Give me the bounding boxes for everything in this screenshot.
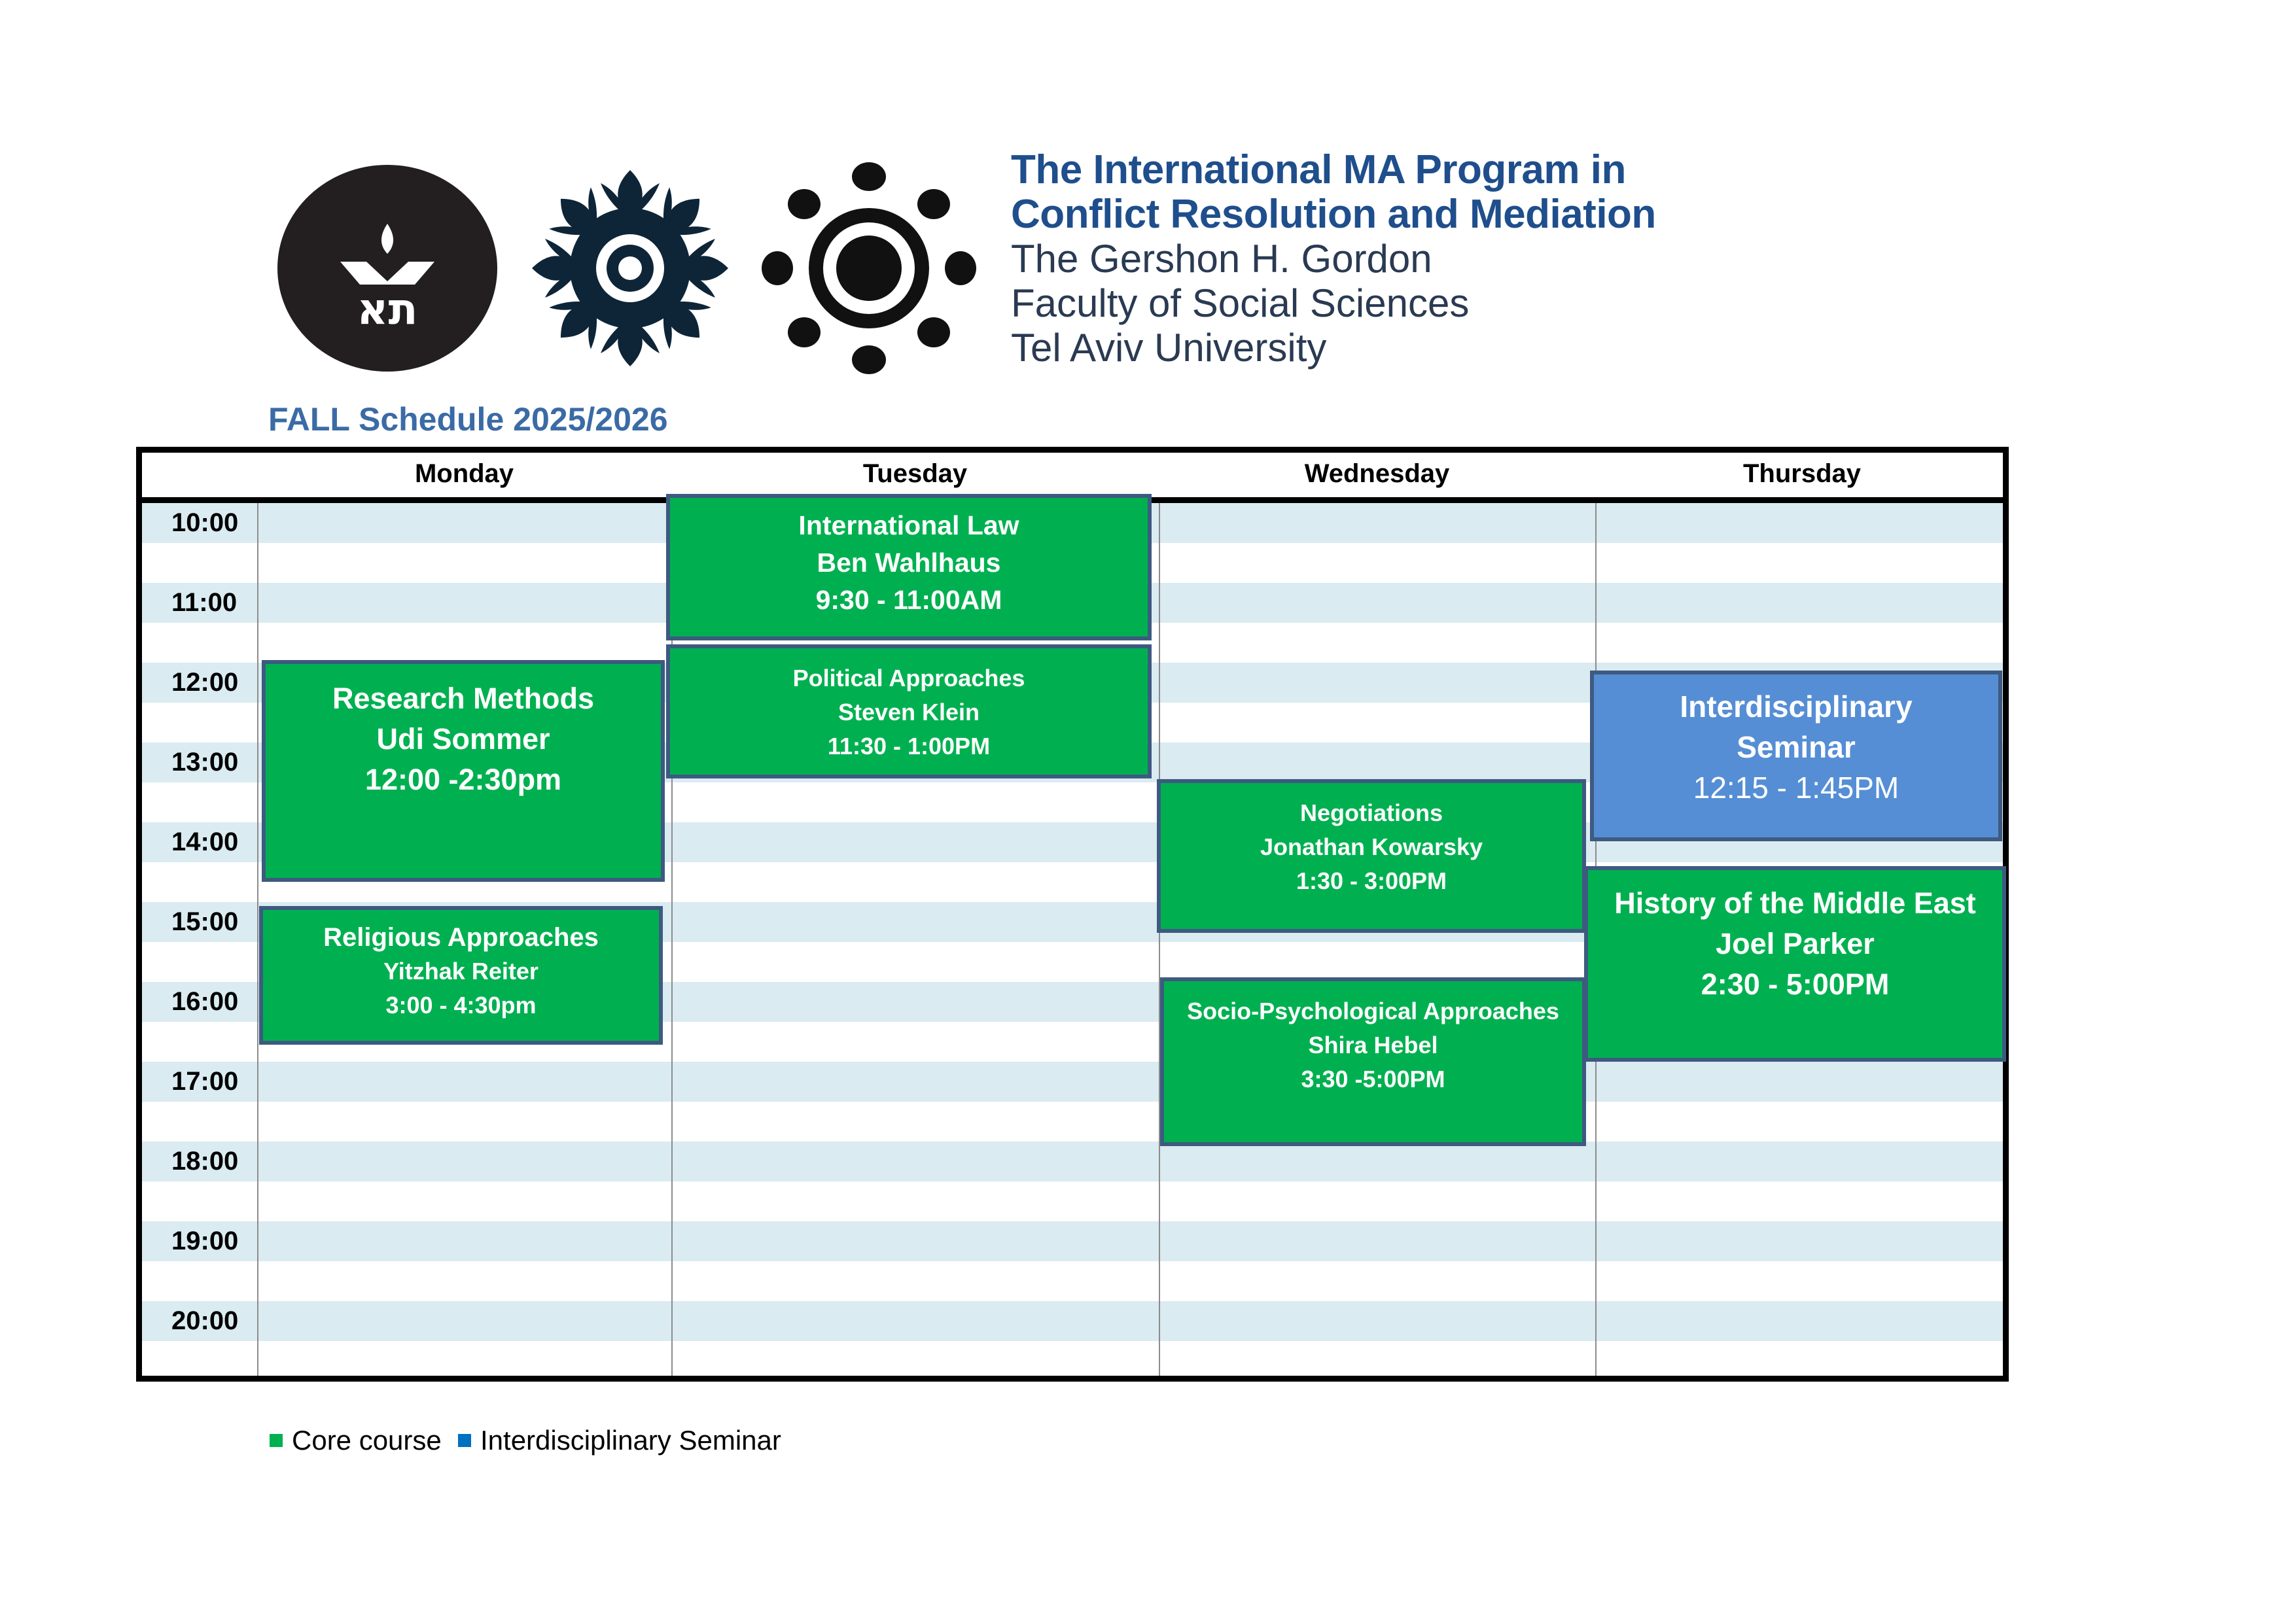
- course-instructor: Jonathan Kowarsky: [1260, 833, 1483, 860]
- course-instructor: Shira Hebel: [1308, 1032, 1438, 1058]
- legend-seminar-label: Interdisciplinary Seminar: [480, 1425, 781, 1456]
- legend-core-swatch: [270, 1434, 283, 1447]
- row-band: [142, 1181, 2003, 1221]
- time-label: 20:00: [171, 1306, 239, 1335]
- day-header-monday: Monday: [414, 459, 514, 488]
- time-label: 18:00: [171, 1147, 239, 1176]
- program-title-block: The International MA Program in Conflict…: [1011, 148, 1731, 370]
- faculty-line1: The Gershon H. Gordon: [1011, 237, 1432, 281]
- time-label: 10:00: [171, 508, 239, 537]
- course-time: 12:15 - 1:45PM: [1693, 771, 1899, 805]
- dots-ring-emblem-icon: [762, 162, 976, 374]
- svg-text:תא: תא: [357, 284, 417, 334]
- day-header-thursday: Thursday: [1742, 459, 1862, 488]
- day-header-wednesday: Wednesday: [1304, 459, 1450, 488]
- legend-core-course: Core course: [270, 1425, 442, 1456]
- course-time: 3:00 - 4:30pm: [385, 992, 537, 1019]
- day-header-tuesday: Tuesday: [862, 459, 968, 488]
- row-band: [142, 1261, 2003, 1301]
- course-political-approaches[interactable]: Political Approaches Steven Klein 11:30 …: [666, 644, 1152, 778]
- row-band: [142, 1221, 2003, 1261]
- legend-seminar: Interdisciplinary Seminar: [458, 1425, 781, 1456]
- column-divider: [671, 503, 673, 1376]
- faculty-line2: Faculty of Social Sciences: [1011, 281, 1470, 325]
- course-title: Religious Approaches: [323, 923, 599, 952]
- time-label: 17:00: [171, 1067, 239, 1096]
- row-band: [142, 1301, 2003, 1341]
- course-instructor: Udi Sommer: [376, 722, 550, 756]
- course-title: History of the Middle East: [1614, 886, 1976, 920]
- schedule-title: FALL Schedule 2025/2026: [268, 401, 668, 438]
- time-label: 13:00: [171, 748, 239, 777]
- legend-core-label: Core course: [292, 1425, 442, 1456]
- course-title: Socio-Psychological Approaches: [1187, 998, 1559, 1024]
- course-research-methods[interactable]: Research Methods Udi Sommer 12:00 -2:30p…: [262, 660, 665, 882]
- program-title-line2: Conflict Resolution and Mediation: [1011, 192, 1656, 237]
- course-international-law[interactable]: International Law Ben Wahlhaus 9:30 - 11…: [666, 494, 1152, 640]
- time-label: 16:00: [171, 987, 239, 1016]
- course-instructor: Ben Wahlhaus: [817, 548, 1001, 578]
- time-label: 15:00: [171, 907, 239, 936]
- course-time: 12:00 -2:30pm: [364, 763, 562, 796]
- time-label: 14:00: [171, 828, 239, 856]
- course-title: Political Approaches: [792, 665, 1025, 691]
- course-instructor: Yitzhak Reiter: [383, 958, 539, 985]
- course-socio-psychological-approaches[interactable]: Socio-Psychological Approaches Shira Heb…: [1160, 977, 1586, 1146]
- course-history-middle-east[interactable]: History of the Middle East Joel Parker 2…: [1584, 866, 2006, 1062]
- course-title-line1: Interdisciplinary: [1680, 689, 1913, 724]
- tau-logo-icon: תא: [277, 165, 497, 372]
- course-title-line2: Seminar: [1737, 730, 1856, 764]
- course-time: 9:30 - 11:00AM: [815, 585, 1002, 615]
- row-band: [142, 1102, 2003, 1142]
- course-time: 3:30 -5:00PM: [1301, 1066, 1445, 1092]
- course-religious-approaches[interactable]: Religious Approaches Yitzhak Reiter 3:00…: [259, 906, 663, 1045]
- time-label: 11:00: [171, 588, 238, 617]
- course-instructor: Steven Klein: [838, 699, 980, 725]
- logo-strip: תא: [267, 149, 1706, 385]
- course-time: 2:30 - 5:00PM: [1701, 968, 1890, 1001]
- program-title-line1: The International MA Program in: [1011, 147, 1626, 192]
- row-band: [142, 1062, 2003, 1102]
- snowflake-emblem-icon: [532, 170, 728, 366]
- column-divider: [257, 503, 258, 1376]
- course-negotiations[interactable]: Negotiations Jonathan Kowarsky 1:30 - 3:…: [1157, 779, 1586, 933]
- legend-seminar-swatch: [458, 1434, 471, 1447]
- course-title: International Law: [798, 510, 1019, 540]
- course-title: Negotiations: [1299, 799, 1443, 826]
- column-divider: [1159, 503, 1160, 1376]
- course-title: Research Methods: [332, 682, 595, 715]
- row-band: [142, 1341, 2003, 1376]
- row-band: [142, 1142, 2003, 1181]
- course-interdisciplinary-seminar[interactable]: Interdisciplinary Seminar 12:15 - 1:45PM: [1590, 671, 2002, 841]
- course-instructor: Joel Parker: [1716, 927, 1875, 960]
- course-time: 11:30 - 1:00PM: [827, 733, 991, 759]
- time-label: 12:00: [171, 668, 239, 697]
- time-label: 19:00: [171, 1227, 239, 1255]
- course-time: 1:30 - 3:00PM: [1296, 867, 1447, 894]
- faculty-line3: Tel Aviv University: [1011, 326, 1327, 370]
